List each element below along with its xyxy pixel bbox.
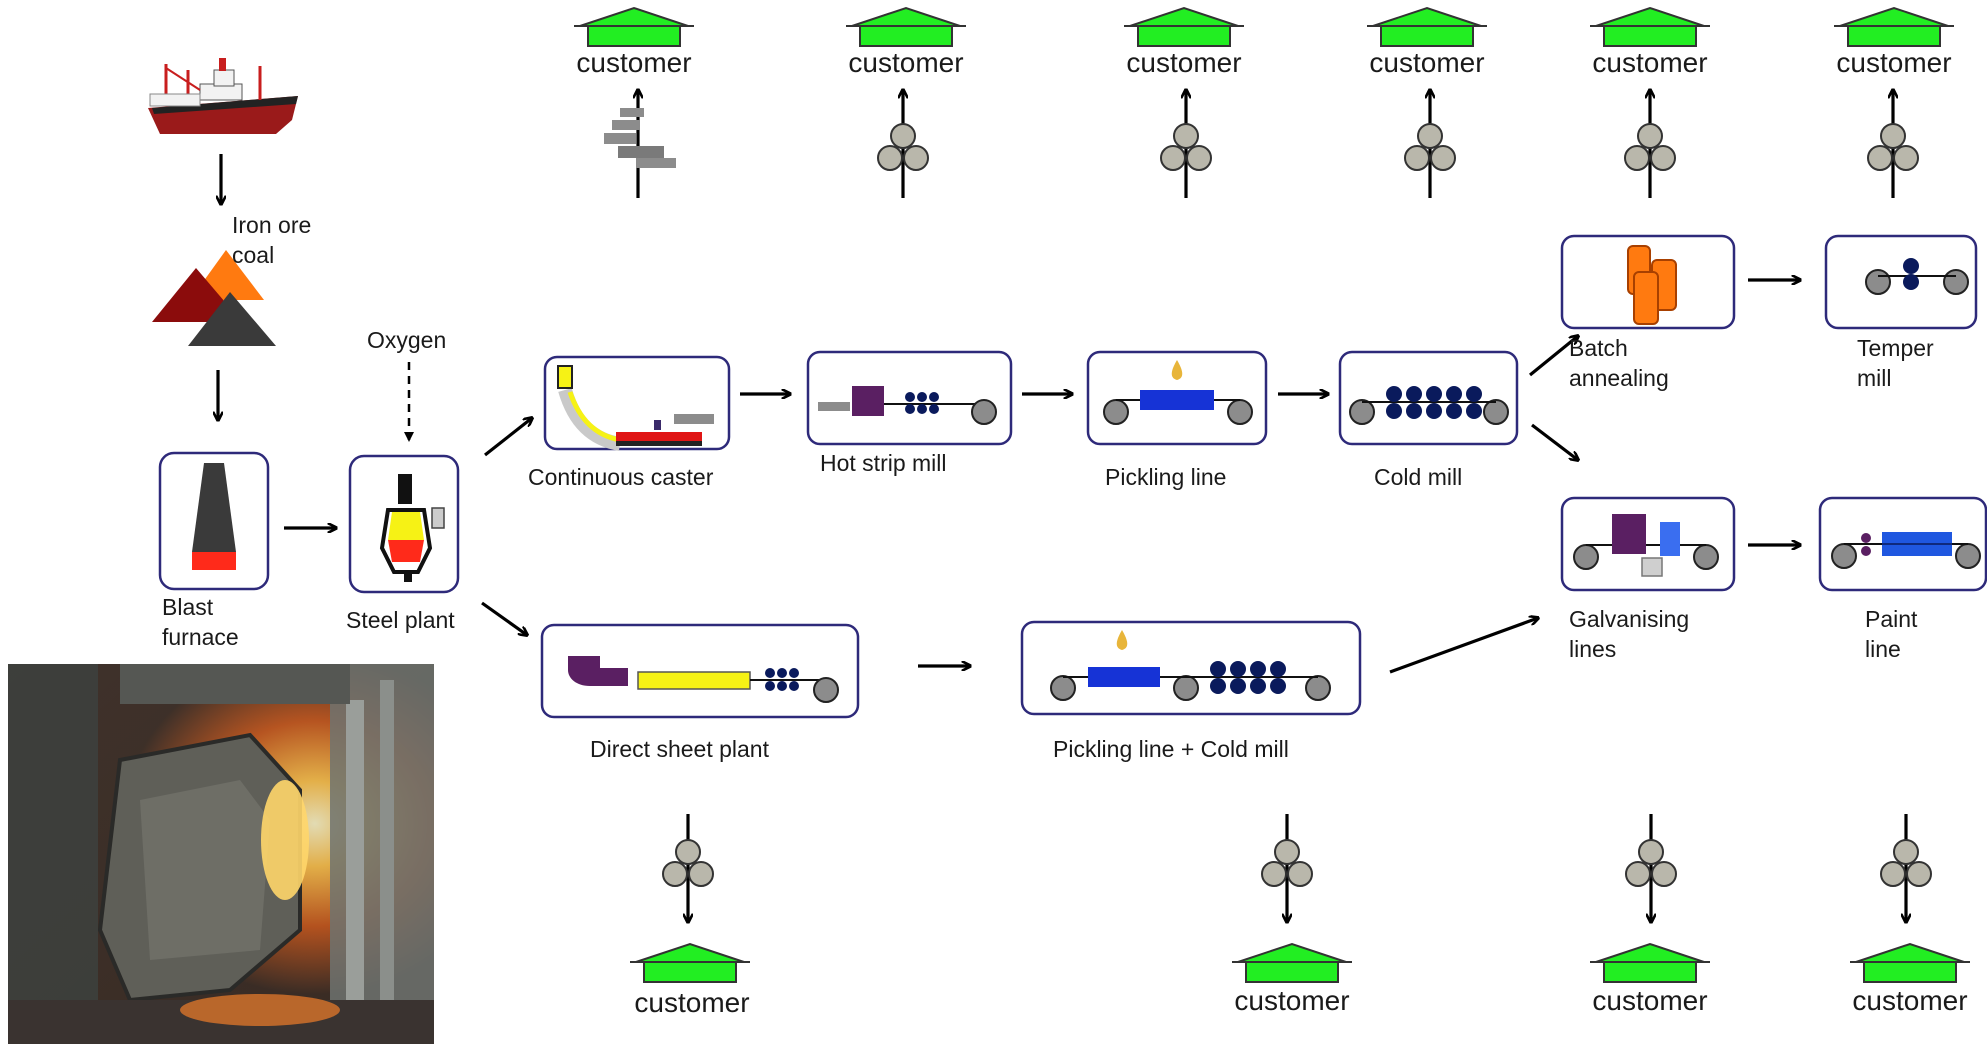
batch-annealing-label-line1: Batch <box>1569 335 1628 361</box>
batch-annealing-label-line2: annealing <box>1569 365 1669 391</box>
svg-text:customer: customer <box>1234 985 1349 1016</box>
steel-converter-photo <box>8 664 434 1044</box>
oxygen-label: Oxygen <box>367 327 446 353</box>
customer-bottom-direct-sheet: customer <box>630 814 750 1018</box>
svg-text:customer: customer <box>1592 47 1707 78</box>
blast-furnace-box <box>160 453 268 589</box>
svg-text:customer: customer <box>1836 47 1951 78</box>
slabs-icon <box>604 108 676 168</box>
cold-mill-label: Cold mill <box>1374 464 1462 490</box>
pickling-line-box <box>1088 352 1266 444</box>
pickling-line-label: Pickling line <box>1105 464 1226 490</box>
pickling-cold-to-galvanising-arrow <box>1390 618 1538 672</box>
galvanising-lines-label-line2: lines <box>1569 636 1616 662</box>
customer-top-temper-mill: customer <box>1834 8 1954 198</box>
customer-top-pickling: customer <box>1124 8 1244 198</box>
customer-bottom-paint-line: customer <box>1850 814 1970 1016</box>
temper-mill-label-line1: Temper <box>1857 335 1934 361</box>
blast-furnace-label-line1: Blast <box>162 594 214 620</box>
customer-bottom-galvanising: customer <box>1590 814 1710 1016</box>
svg-text:customer: customer <box>1126 47 1241 78</box>
continuous-caster-label: Continuous caster <box>528 464 714 490</box>
iron-ore-label: Iron ore <box>232 212 311 238</box>
ship-icon <box>148 58 298 134</box>
svg-text:customer: customer <box>1592 985 1707 1016</box>
steel-plant-to-caster-arrow <box>485 418 532 455</box>
pickling-cold-mill-box <box>1022 622 1360 714</box>
customer-top-hot-strip: customer <box>846 8 966 198</box>
svg-text:customer: customer <box>1369 47 1484 78</box>
steel-plant-to-direct-sheet-arrow <box>482 603 527 635</box>
batch-annealing-box <box>1562 236 1734 328</box>
blast-furnace-label-line2: furnace <box>162 624 239 650</box>
paint-line-label-line1: Paint <box>1865 606 1918 632</box>
temper-mill-label-line2: mill <box>1857 365 1892 391</box>
customer-top-annealing: customer <box>1590 8 1710 198</box>
svg-text:customer: customer <box>848 47 963 78</box>
continuous-caster-box <box>545 357 729 449</box>
steel-plant-label: Steel plant <box>346 607 455 633</box>
direct-sheet-plant-label: Direct sheet plant <box>590 736 770 762</box>
svg-text:customer: customer <box>634 987 749 1018</box>
hot-strip-mill-box <box>808 352 1011 444</box>
steel-plant-box <box>350 456 458 592</box>
hot-strip-mill-label: Hot strip mill <box>820 450 947 476</box>
temper-mill-box <box>1826 236 1976 328</box>
customer-bottom-pickling-cold: customer <box>1232 814 1352 1016</box>
cold-mill-box <box>1340 352 1517 444</box>
galvanising-lines-box <box>1562 498 1734 590</box>
coal-label: coal <box>232 242 274 268</box>
paint-line-label-line2: line <box>1865 636 1901 662</box>
svg-text:customer: customer <box>1852 985 1967 1016</box>
pickling-cold-mill-label: Pickling line + Cold mill <box>1053 736 1289 762</box>
customer-top-cold-mill: customer <box>1367 8 1487 198</box>
galvanising-lines-label-line1: Galvanising <box>1569 606 1689 632</box>
customer-top-slabs: customer <box>574 8 694 198</box>
direct-sheet-plant-box <box>542 625 858 717</box>
paint-line-box <box>1820 498 1986 590</box>
svg-text:customer: customer <box>576 47 691 78</box>
cold-mill-to-galvanising-arrow <box>1532 425 1578 460</box>
